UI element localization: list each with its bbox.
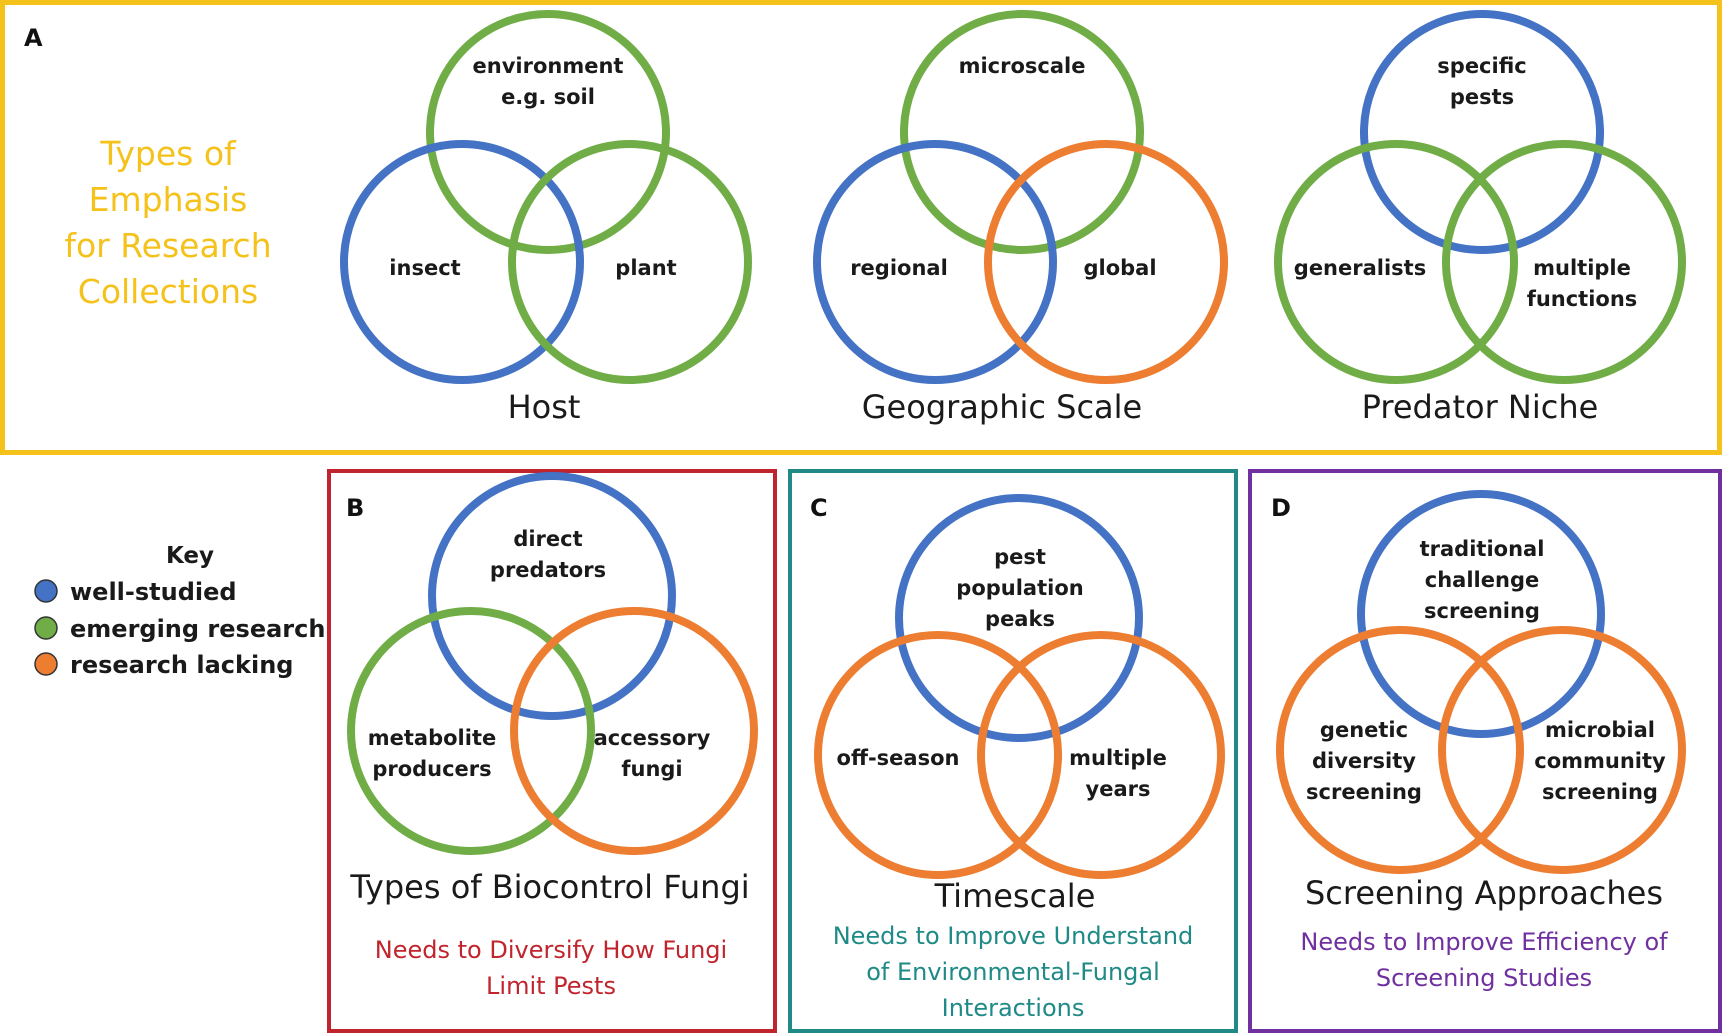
timescale-left-label: off-season (837, 746, 960, 770)
key-lacking-swatch (34, 652, 58, 676)
venn-timescale: C pest population peaks off-season multi… (810, 494, 1225, 1022)
fungi-right-label-2: fungi (621, 757, 682, 781)
emphasis-line-4: Collections (78, 272, 258, 311)
timescale-need-line-3: Interactions (942, 994, 1085, 1022)
timescale-top-label-3: peaks (985, 607, 1055, 631)
key-legend: Key well-studied emerging research resea… (34, 543, 325, 679)
timescale-right-label-1: multiple (1069, 746, 1167, 770)
predator-left-circle (1274, 140, 1518, 384)
timescale-top-label-2: population (956, 576, 1083, 600)
screening-right-label-1: microbial (1545, 718, 1655, 742)
venn-host: environment e.g. soil insect plant Host (340, 10, 752, 426)
fungi-top-label-2: predators (490, 558, 606, 582)
panel-c-letter: C (810, 494, 828, 522)
geo-title: Geographic Scale (862, 388, 1142, 426)
panel-d-letter: D (1271, 494, 1291, 522)
timescale-right-circle (977, 631, 1225, 879)
geo-top-label: microscale (959, 54, 1086, 78)
venn-biocontrol-fungi: B direct predators metabolite producers … (346, 472, 758, 1000)
host-top-circle (426, 10, 670, 254)
emphasis-text: Types of Emphasis for Research Collectio… (64, 134, 271, 311)
timescale-top-label-1: pest (994, 545, 1046, 569)
emphasis-line-2: Emphasis (89, 180, 248, 219)
screening-top-label-3: screening (1424, 599, 1540, 623)
predator-right-label-2: functions (1527, 287, 1638, 311)
screening-left-label-3: screening (1306, 780, 1422, 804)
panel-c-frame (788, 469, 1238, 1033)
predator-top-circle (1360, 10, 1604, 254)
host-top-label-1: environment (473, 54, 624, 78)
key-well-studied-swatch (34, 579, 58, 603)
venn-predator-niche: specific pests generalists multiple func… (1274, 10, 1686, 426)
emphasis-line-3: for Research (64, 226, 271, 265)
screening-need-line-2: Screening Studies (1376, 964, 1592, 992)
key-lacking-label: research lacking (70, 651, 293, 679)
host-right-circle (508, 140, 752, 384)
geo-right-circle (984, 140, 1228, 384)
predator-top-label-2: pests (1450, 85, 1514, 109)
fungi-right-circle (510, 607, 758, 855)
panel-b-frame (327, 469, 777, 1033)
screening-right-circle (1438, 626, 1686, 874)
predator-left-label: generalists (1294, 256, 1426, 280)
fungi-title: Types of Biocontrol Fungi (349, 868, 749, 906)
timescale-title: Timescale (934, 877, 1096, 915)
screening-right-label-3: screening (1542, 780, 1658, 804)
host-left-label: insect (389, 256, 460, 280)
predator-right-label-1: multiple (1533, 256, 1631, 280)
fungi-left-label-1: metabolite (368, 726, 496, 750)
timescale-top-circle (895, 494, 1143, 742)
geo-right-label: global (1083, 256, 1156, 280)
screening-title: Screening Approaches (1305, 874, 1663, 912)
screening-left-label-2: diversity (1312, 749, 1416, 773)
fungi-top-circle (428, 472, 676, 720)
geo-top-circle (900, 10, 1144, 254)
screening-top-label-1: traditional (1420, 537, 1545, 561)
predator-top-label-1: specific (1437, 54, 1526, 78)
host-top-label-2: e.g. soil (501, 85, 595, 109)
emphasis-line-1: Types of (99, 134, 237, 173)
geo-left-label: regional (850, 256, 948, 280)
screening-top-label-2: challenge (1425, 568, 1539, 592)
timescale-need-line-2: of Environmental-Fungal (866, 958, 1160, 986)
panel-b-letter: B (346, 494, 364, 522)
panel-d-frame (1248, 469, 1722, 1033)
predator-title: Predator Niche (1362, 388, 1599, 426)
predator-right-circle (1442, 140, 1686, 384)
screening-need-line-1: Needs to Improve Efficiency of (1300, 928, 1668, 956)
fungi-need-line-2: Limit Pests (486, 972, 616, 1000)
key-heading: Key (166, 543, 214, 569)
screening-top-circle (1357, 490, 1605, 738)
timescale-right-label-2: years (1086, 777, 1151, 801)
fungi-top-label-1: direct (513, 527, 582, 551)
screening-left-circle (1276, 626, 1524, 874)
fungi-right-label-1: accessory (594, 726, 711, 750)
venn-screening: D traditional challenge screening geneti… (1271, 490, 1686, 992)
geo-left-circle (813, 140, 1057, 384)
host-left-circle (340, 140, 584, 384)
key-emerging-swatch (34, 616, 58, 640)
fungi-left-circle (347, 607, 595, 855)
screening-left-label-1: genetic (1320, 718, 1408, 742)
panel-a-letter: A (24, 24, 43, 52)
fungi-left-label-2: producers (372, 757, 491, 781)
key-well-studied-label: well-studied (70, 578, 237, 606)
key-emerging-label: emerging research (70, 615, 325, 643)
host-title: Host (508, 388, 581, 426)
host-right-label: plant (615, 256, 676, 280)
fungi-need-line-1: Needs to Diversify How Fungi (375, 936, 727, 964)
panel-a-frame (0, 0, 1722, 455)
timescale-left-circle (814, 631, 1062, 879)
screening-right-label-2: community (1534, 749, 1666, 773)
venn-geographic-scale: microscale regional global Geographic Sc… (813, 10, 1228, 426)
timescale-need-line-1: Needs to Improve Understand (833, 922, 1194, 950)
